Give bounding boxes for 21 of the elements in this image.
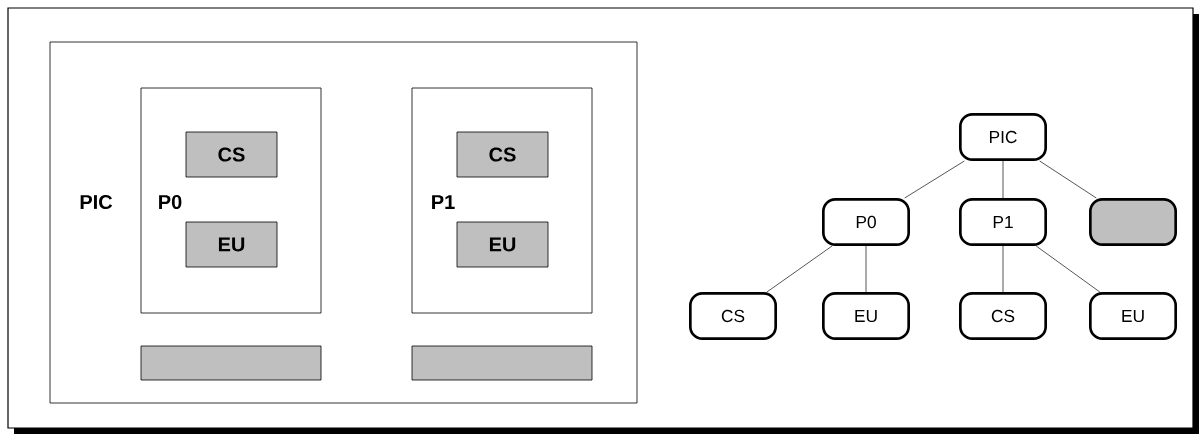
tree-node: EU (822, 292, 910, 340)
connector-line (766, 245, 833, 293)
unit-box: CS (185, 131, 278, 178)
unit-box: EU (185, 221, 278, 268)
bar (411, 345, 593, 381)
connector-line (1002, 245, 1004, 293)
connector-line (1039, 160, 1097, 199)
connector-line (1002, 160, 1004, 199)
tree-node: CS (959, 292, 1047, 340)
tree-node: P0 (822, 198, 910, 246)
unit-box: CS (456, 131, 549, 178)
connector-line (865, 245, 867, 293)
tree-node: P1 (959, 198, 1047, 246)
tree-node: CS (689, 292, 777, 340)
bar (140, 345, 322, 381)
connector-line (1035, 245, 1101, 293)
tree-node: PIC (959, 113, 1047, 161)
connector-line (904, 160, 965, 199)
unit-box: EU (456, 221, 549, 268)
tree-node (1089, 198, 1177, 246)
tree-node: EU (1089, 292, 1177, 340)
